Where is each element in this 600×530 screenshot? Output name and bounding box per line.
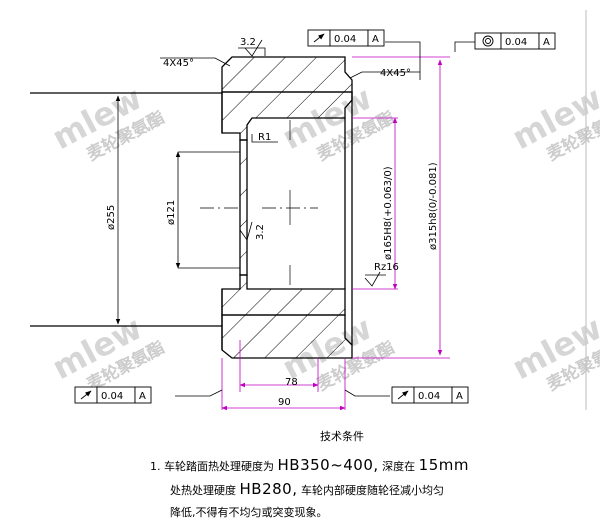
tolerance-value: 0.04 xyxy=(418,391,440,402)
tolerance-value: 0.04 xyxy=(505,37,527,48)
length-78-label: 78 xyxy=(285,377,298,388)
runout-icon xyxy=(313,33,325,43)
roughness-top-label: 3.2 xyxy=(240,37,256,48)
runout-icon xyxy=(397,390,409,400)
diameter-dims xyxy=(115,56,450,359)
tolerance-datum: A xyxy=(543,37,550,48)
roughness-symbols xyxy=(239,39,381,287)
note-item-1: 1. 车轮踏面热处理硬度为 HB350~400, 深度在 15mm xyxy=(150,456,469,474)
tolerance-frame-bottom-left: 0.04 A xyxy=(74,386,152,404)
note-text: 深度在 xyxy=(382,460,416,473)
note-number: 1. xyxy=(150,460,161,473)
section-hatch xyxy=(221,56,353,359)
note-text: 车轮踏面热处理硬度为 xyxy=(164,460,274,473)
tolerance-value: 0.04 xyxy=(101,391,123,402)
note-text: 处热处理硬度 xyxy=(170,484,236,497)
tolerance-datum: A xyxy=(139,391,146,402)
tolerance-datum: A xyxy=(456,391,463,402)
chamfer-right-label: 4X45° xyxy=(380,68,411,79)
runout-icon xyxy=(80,390,92,400)
dia-121-label: ø121 xyxy=(166,200,177,225)
note-item-1-line3: 降低,不得有不均匀或突变现象。 xyxy=(170,506,328,519)
concentricity-icon xyxy=(482,35,494,47)
tolerance-frame-top-left: 0.04 A xyxy=(307,29,385,47)
notes-title: 技术条件 xyxy=(320,430,364,443)
roughness-mid-label: 3.2 xyxy=(255,224,266,240)
tolerance-frame-top-right: 0.04 A xyxy=(474,32,556,50)
note-item-1-line2: 处热处理硬度 HB280, 车轮内部硬度随轮径减小均匀 xyxy=(170,480,444,498)
length-dims xyxy=(221,340,346,411)
note-text: 车轮内部硬度随轮径减小均匀 xyxy=(300,484,444,497)
radius-label: R1 xyxy=(258,132,271,143)
tolerance-value: 0.04 xyxy=(334,34,356,45)
roughness-rz-label: Rz16 xyxy=(374,262,399,273)
outline xyxy=(30,92,353,350)
note-value: HB280, xyxy=(239,480,298,498)
tolerance-frame-bottom-right: 0.04 A xyxy=(391,386,469,404)
note-value: HB350~400, xyxy=(277,456,379,474)
center-lines xyxy=(200,120,318,285)
dia-165-label: ø165H8(+0.063/0) xyxy=(383,166,394,260)
leaders xyxy=(160,41,475,397)
chamfer-left-label: 4X45° xyxy=(163,58,194,69)
note-value: 15mm xyxy=(418,456,469,474)
dia-255-label: ø255 xyxy=(106,205,117,230)
length-90-label: 90 xyxy=(278,397,291,408)
dia-315-label: ø315h8(0/-0.081) xyxy=(428,162,439,250)
tolerance-datum: A xyxy=(372,34,379,45)
